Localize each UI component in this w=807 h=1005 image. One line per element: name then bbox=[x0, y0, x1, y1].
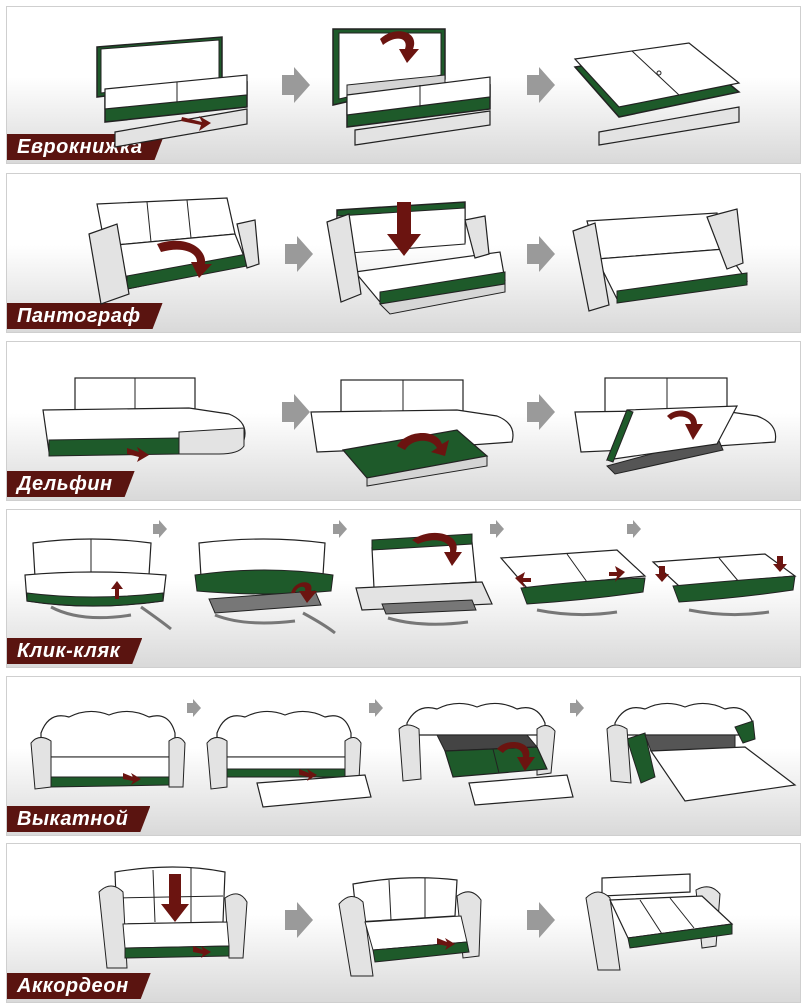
step-illustration bbox=[42, 377, 246, 462]
step-arrow-icon bbox=[527, 902, 555, 938]
step-illustration bbox=[96, 36, 248, 148]
step-illustration bbox=[606, 702, 797, 802]
mechanism-title: Дельфин bbox=[7, 471, 135, 497]
step-illustration bbox=[338, 877, 482, 977]
step-arrow-icon bbox=[527, 236, 555, 272]
step-illustration bbox=[355, 532, 493, 626]
step-arrow-icon bbox=[527, 67, 555, 103]
step-illustration bbox=[24, 538, 172, 631]
mechanism-title: Выкатной bbox=[7, 806, 150, 832]
mechanism-title: Пантограф bbox=[7, 303, 163, 329]
step-arrow-icon bbox=[369, 699, 383, 717]
mechanism-title: Клик-кляк bbox=[7, 638, 142, 664]
step-illustration bbox=[499, 549, 647, 617]
mechanism-title: Аккордеон bbox=[7, 973, 151, 999]
step-illustration bbox=[585, 873, 734, 971]
step-arrow-icon bbox=[282, 67, 310, 103]
mechanism-panel-pantograph: Пантограф bbox=[6, 173, 801, 333]
step-arrow-icon bbox=[282, 394, 310, 430]
mechanism-panel-eurobook: Еврокнижка bbox=[6, 6, 801, 164]
step-illustration bbox=[398, 702, 574, 806]
step-arrow-icon bbox=[187, 699, 201, 717]
step-illustration bbox=[326, 201, 506, 315]
mechanism-panel-click-clack: Клик-кляк bbox=[6, 509, 801, 668]
step-illustration bbox=[194, 538, 336, 635]
step-arrow-icon bbox=[153, 520, 167, 538]
step-illustration bbox=[310, 379, 514, 487]
step-illustration bbox=[574, 377, 777, 475]
step-arrow-icon bbox=[333, 520, 347, 538]
step-illustration bbox=[651, 553, 797, 617]
step-arrow-icon bbox=[490, 520, 504, 538]
mechanism-panel-roll-out: Выкатной bbox=[6, 676, 801, 836]
step-illustration bbox=[206, 710, 372, 808]
step-illustration bbox=[30, 710, 186, 790]
step-illustration bbox=[572, 208, 749, 312]
step-illustration bbox=[332, 28, 491, 146]
step-arrow-icon bbox=[527, 394, 555, 430]
step-illustration bbox=[98, 866, 248, 969]
step-arrow-icon bbox=[570, 699, 584, 717]
mechanism-panel-dolphin: Дельфин bbox=[6, 341, 801, 501]
step-illustration bbox=[573, 42, 741, 146]
step-arrow-icon bbox=[627, 520, 641, 538]
mechanism-panel-accordion: Аккордеон bbox=[6, 843, 801, 1003]
step-arrow-icon bbox=[285, 236, 313, 272]
step-arrow-icon bbox=[285, 902, 313, 938]
step-illustration bbox=[88, 197, 260, 305]
